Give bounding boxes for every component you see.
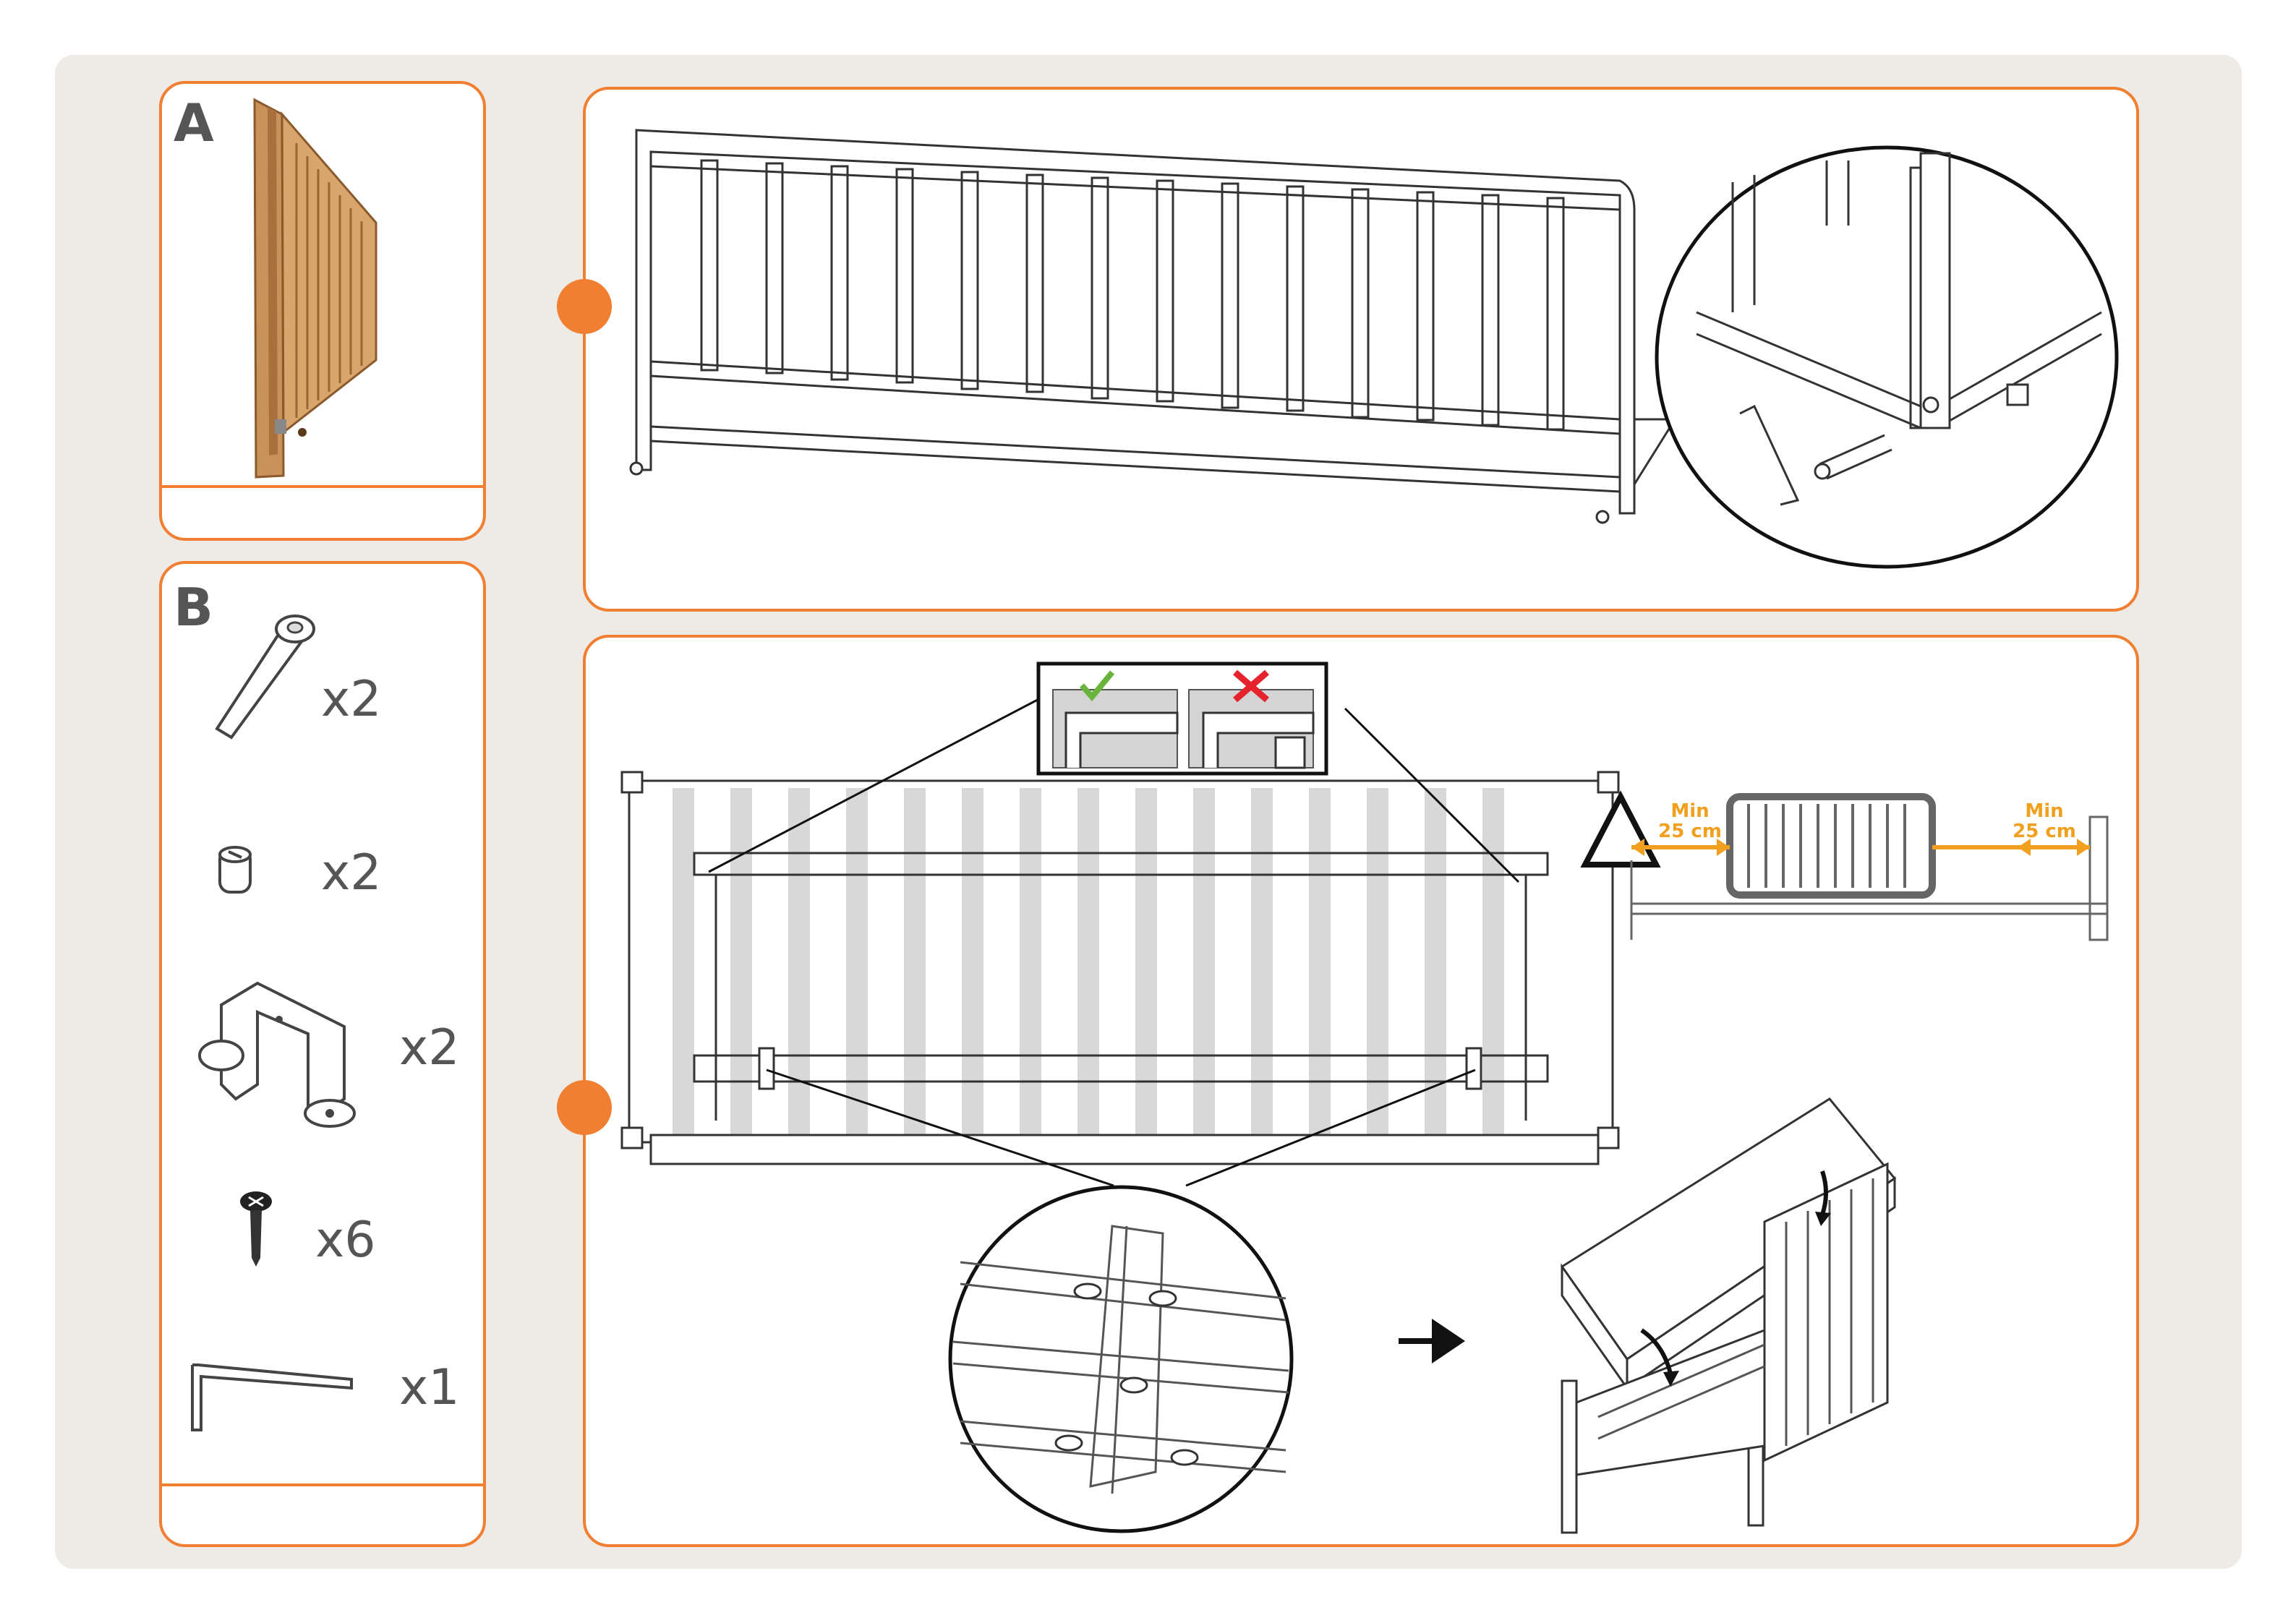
screw-icon [231,1186,282,1272]
allen-key-icon [185,1359,359,1439]
panel-a-letter: A [174,93,214,153]
panel-b-letter: B [174,577,213,638]
min-distance-label-right: Min 25 cm [2005,801,2084,842]
cross-icon [1231,668,1271,704]
checkmark-icon [1079,669,1115,701]
step-marker-dot-2 [557,1080,612,1135]
bed-frame-with-slats [622,766,1634,1171]
folded-bed-rail-photo [239,93,398,483]
min-distance-label-left: Min 25 cm [1650,801,1730,842]
screw-qty: x6 [315,1212,376,1269]
bracket-screw-detail [946,1183,1296,1536]
min-left-line1: Min [1650,801,1730,821]
allen-key-qty: x1 [399,1359,460,1416]
bed-rail-drawing [607,123,1678,542]
min-right-line1: Min [2005,801,2084,821]
panel-a-divider [161,485,485,488]
arrow-right-icon [1396,1316,1468,1366]
barrel-nut-qty: x2 [321,844,382,902]
bolt-assembly-detail [1653,139,2120,573]
bolt-icon [210,600,325,745]
mounting-bracket-icon [192,976,359,1135]
bolt-qty: x2 [321,671,382,728]
min-left-line2: 25 cm [1650,821,1730,842]
barrel-nut-icon [210,839,275,904]
mounting-bracket-qty: x2 [399,1019,460,1076]
min-right-line2: 25 cm [2005,821,2084,842]
mattress-placement-drawing [1555,1099,1931,1540]
step-marker-dot [557,279,612,334]
panel-b-divider [161,1483,485,1486]
